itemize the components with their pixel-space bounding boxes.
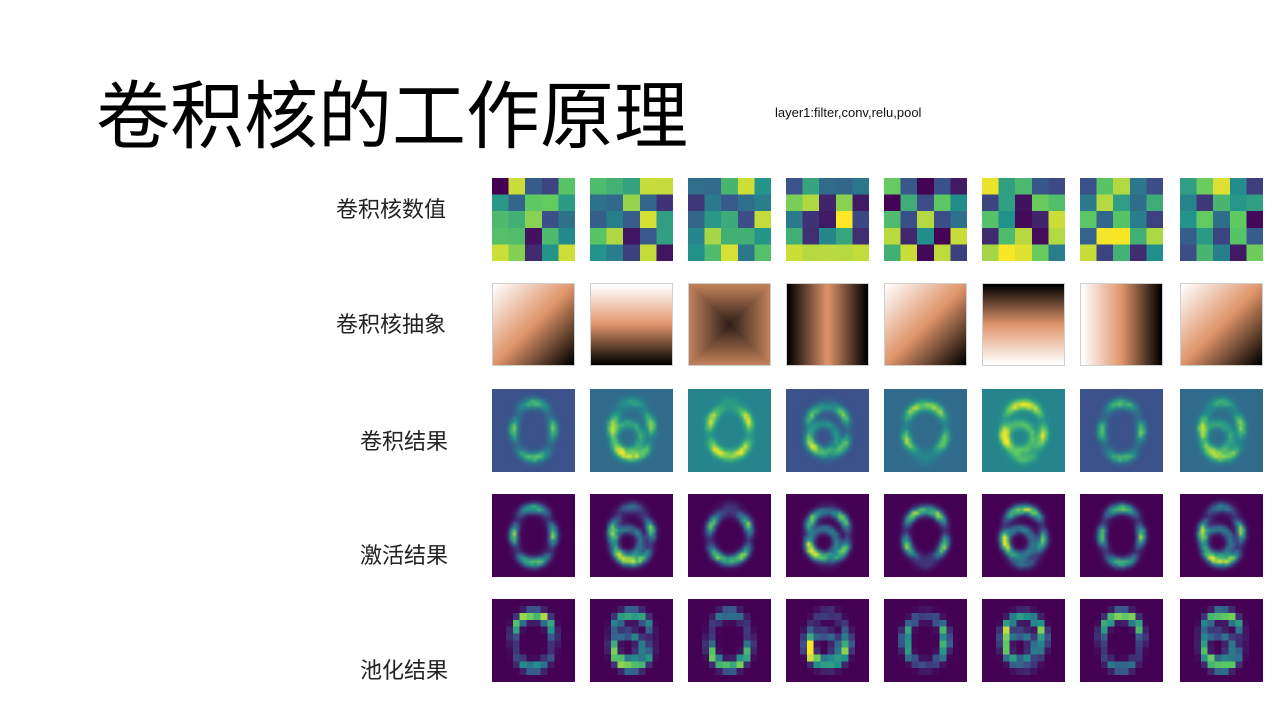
pool-result-tile [982,599,1065,682]
row-label-pool-result: 池化结果 [360,659,449,684]
pool-result-tile [884,599,967,682]
relu-result-tile [786,494,869,577]
pool-result-tile [786,599,869,682]
kernel-abstract-tile [1080,283,1163,366]
kernel-abstract-tile [884,283,967,366]
kernel-values-tile [688,178,771,261]
relu-result-tile [688,494,771,577]
slide-subtitle: layer1:filter,conv,relu,pool [775,105,922,120]
kernel-values-tile [492,178,575,261]
conv-result-tile [590,389,673,472]
kernel-values-tile [1080,178,1163,261]
row-label-relu-result: 激活结果 [360,544,449,569]
conv-result-tile [982,389,1065,472]
row-label-kernel-abstract: 卷积核抽象 [336,313,447,338]
kernel-values-tile [982,178,1065,261]
kernel-values-tile [786,178,869,261]
conv-result-tile [786,389,869,472]
row-label-kernel-values: 卷积核数值 [336,198,447,223]
kernel-abstract-tile [590,283,673,366]
pool-result-tile [1080,599,1163,682]
relu-result-tile [884,494,967,577]
relu-result-tile [1180,494,1263,577]
kernel-values-tile [884,178,967,261]
kernel-abstract-tile [982,283,1065,366]
slide-title: 卷积核的工作原理 [96,74,688,160]
kernel-values-tile [590,178,673,261]
kernel-abstract-tile [688,283,771,366]
relu-result-tile [492,494,575,577]
pool-result-tile [590,599,673,682]
relu-result-tile [982,494,1065,577]
relu-result-tile [1080,494,1163,577]
conv-result-tile [1080,389,1163,472]
pool-result-tile [1180,599,1263,682]
kernel-values-tile [1180,178,1263,261]
kernel-abstract-tile [492,283,575,366]
pool-result-tile [492,599,575,682]
kernel-abstract-tile [1180,283,1263,366]
pool-result-tile [688,599,771,682]
kernel-abstract-tile [786,283,869,366]
relu-result-tile [590,494,673,577]
conv-result-tile [492,389,575,472]
conv-result-tile [1180,389,1263,472]
conv-result-tile [688,389,771,472]
row-label-conv-result: 卷积结果 [360,430,449,455]
conv-result-tile [884,389,967,472]
